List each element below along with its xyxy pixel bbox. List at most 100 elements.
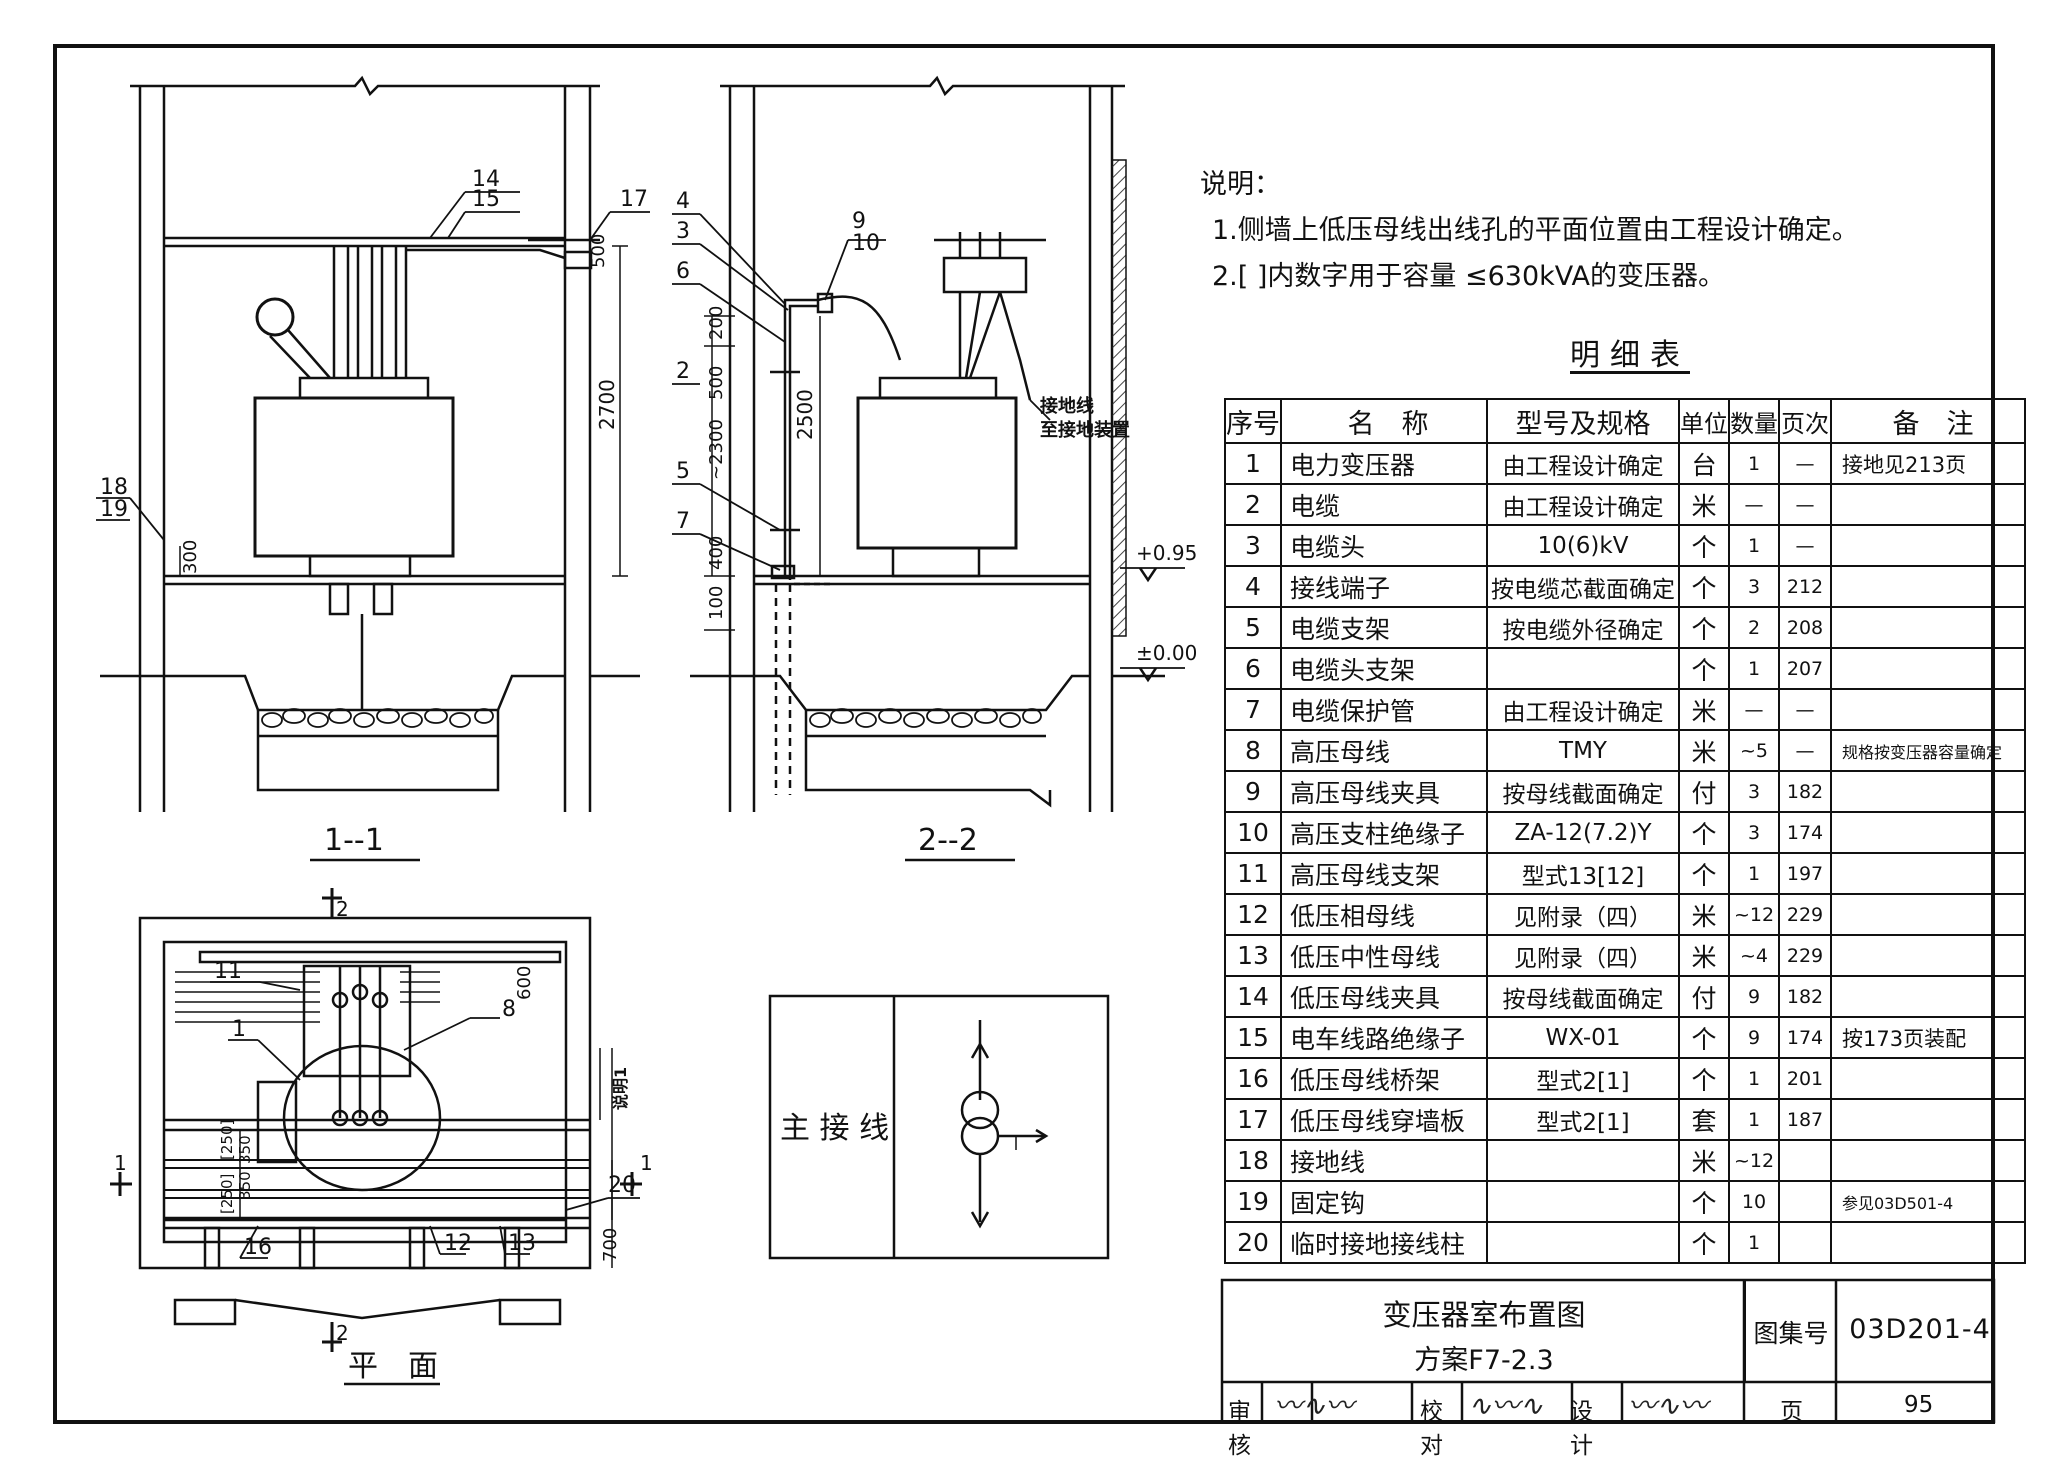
cell-name: 高压母线支架 [1280, 852, 1488, 895]
cell-no: 11 [1224, 852, 1282, 895]
dim-100: 100 [706, 586, 727, 620]
cell-no: 16 [1224, 1057, 1282, 1100]
callout-9: 9 [852, 209, 866, 234]
cell-unit: 米 [1678, 893, 1730, 936]
cell-spec: TMY [1486, 729, 1680, 772]
cell-name: 低压中性母线 [1280, 934, 1488, 977]
callout-15: 15 [472, 187, 500, 212]
cell-remark: 按173页装配 [1830, 1016, 2026, 1059]
col-header-no: 序号 [1224, 398, 1282, 444]
notes-title: 说明： [1200, 169, 1281, 200]
cell-no: 17 [1224, 1098, 1282, 1141]
set-number: 03D201-4 [1849, 1314, 1991, 1345]
cell-spec: 按母线截面确定 [1486, 770, 1680, 813]
dim-2700: 2700 [595, 379, 619, 430]
dim-700: 700 [600, 1228, 621, 1262]
callout-2: 2 [676, 359, 690, 384]
check-signature-mark: ∿〰∿ [1468, 1389, 1543, 1422]
callout-3: 3 [676, 219, 690, 244]
cell-name: 高压支柱绝缘子 [1280, 811, 1488, 854]
cell-no: 5 [1224, 606, 1282, 649]
cell-page: 212 [1778, 565, 1832, 608]
cell-spec: 10(6)kV [1486, 524, 1680, 567]
dim-350-b: 350 [236, 1171, 254, 1200]
dim-400: 400 [706, 536, 727, 570]
cell-qty: 3 [1728, 565, 1780, 608]
cell-qty: 1 [1728, 852, 1780, 895]
col-header-spec: 型号及规格 [1486, 398, 1680, 444]
cell-unit: 米 [1678, 934, 1730, 977]
title-block: 变压器室布置图 方案F7-2.3 图集号 03D201-4 审核 〰∿〰 校对 … [1224, 1280, 1994, 1459]
set-number-label: 图集号 [1753, 1319, 1829, 1348]
cell-spec: 由工程设计确定 [1486, 483, 1680, 526]
note-item-2: 2.[ ]内数字用于容量 ≤630kVA的变压器。 [1212, 261, 1725, 292]
elevation-top: +0.95 [1136, 541, 1197, 565]
dim-500-left: 500 [706, 366, 727, 400]
cell-unit: 米 [1678, 483, 1730, 526]
callout-17: 17 [620, 187, 648, 212]
cell-remark [1830, 524, 2026, 567]
cell-spec: 由工程设计确定 [1486, 442, 1680, 485]
cell-qty: — [1728, 688, 1780, 731]
cell-name: 固定钩 [1280, 1180, 1488, 1223]
cut-mark-bottom: 2 [336, 1321, 349, 1345]
cell-qty: 1 [1728, 1098, 1780, 1141]
note-item-1: 1.侧墙上低压母线出线孔的平面位置由工程设计确定。 [1212, 215, 1859, 246]
col-header-unit: 单位 [1678, 398, 1730, 444]
cell-page [1778, 1180, 1832, 1223]
cell-unit: 套 [1678, 1098, 1730, 1141]
cell-no: 6 [1224, 647, 1282, 690]
ground-wire-text-2: 至接地装置 [1040, 419, 1130, 441]
cell-page: — [1778, 442, 1832, 485]
cell-remark [1830, 1098, 2026, 1141]
callout-8: 8 [502, 997, 516, 1022]
cell-remark [1830, 1057, 2026, 1100]
cell-no: 15 [1224, 1016, 1282, 1059]
plan-drawing [110, 888, 642, 1386]
cell-qty: 1 [1728, 647, 1780, 690]
notes-block: 说明： 1.侧墙上低压母线出线孔的平面位置由工程设计确定。 2.[ ]内数字用于… [1200, 162, 1859, 300]
cell-page [1778, 1139, 1832, 1182]
cell-page: 174 [1778, 811, 1832, 854]
cell-name: 接地线 [1280, 1139, 1488, 1182]
cell-unit: 米 [1678, 1139, 1730, 1182]
cell-no: 10 [1224, 811, 1282, 854]
callout-11: 11 [214, 959, 242, 984]
cell-spec: 型式13[12] [1486, 852, 1680, 895]
cell-no: 7 [1224, 688, 1282, 731]
cell-qty: ~5 [1728, 729, 1780, 772]
cell-page: 229 [1778, 934, 1832, 977]
cell-remark [1830, 647, 2026, 690]
cell-unit: 米 [1678, 688, 1730, 731]
cell-qty: 1 [1728, 524, 1780, 567]
cell-qty: 9 [1728, 1016, 1780, 1059]
cell-no: 8 [1224, 729, 1282, 772]
cell-qty: 3 [1728, 811, 1780, 854]
review-signature-mark: 〰∿〰 [1274, 1389, 1354, 1422]
design-label: 设计 [1570, 1399, 1593, 1459]
cell-name: 低压母线穿墙板 [1280, 1098, 1488, 1141]
dim-600: 600 [514, 966, 535, 1000]
cell-page: — [1778, 729, 1832, 772]
cell-spec: 按电缆外径确定 [1486, 606, 1680, 649]
cell-remark [1830, 688, 2026, 731]
cell-qty: 10 [1728, 1180, 1780, 1223]
cell-page: 229 [1778, 893, 1832, 936]
cell-name: 电缆 [1280, 483, 1488, 526]
dim-250-b: [250] [218, 1174, 236, 1214]
drawing-title-cell: 变压器室布置图 方案F7-2.3 [1224, 1280, 1746, 1382]
cell-name: 临时接地接线柱 [1280, 1221, 1488, 1264]
cell-no: 19 [1224, 1180, 1282, 1223]
cell-qty: ~12 [1728, 893, 1780, 936]
cell-name: 电缆头支架 [1280, 647, 1488, 690]
cell-remark [1830, 852, 2026, 895]
cell-spec: 由工程设计确定 [1486, 688, 1680, 731]
